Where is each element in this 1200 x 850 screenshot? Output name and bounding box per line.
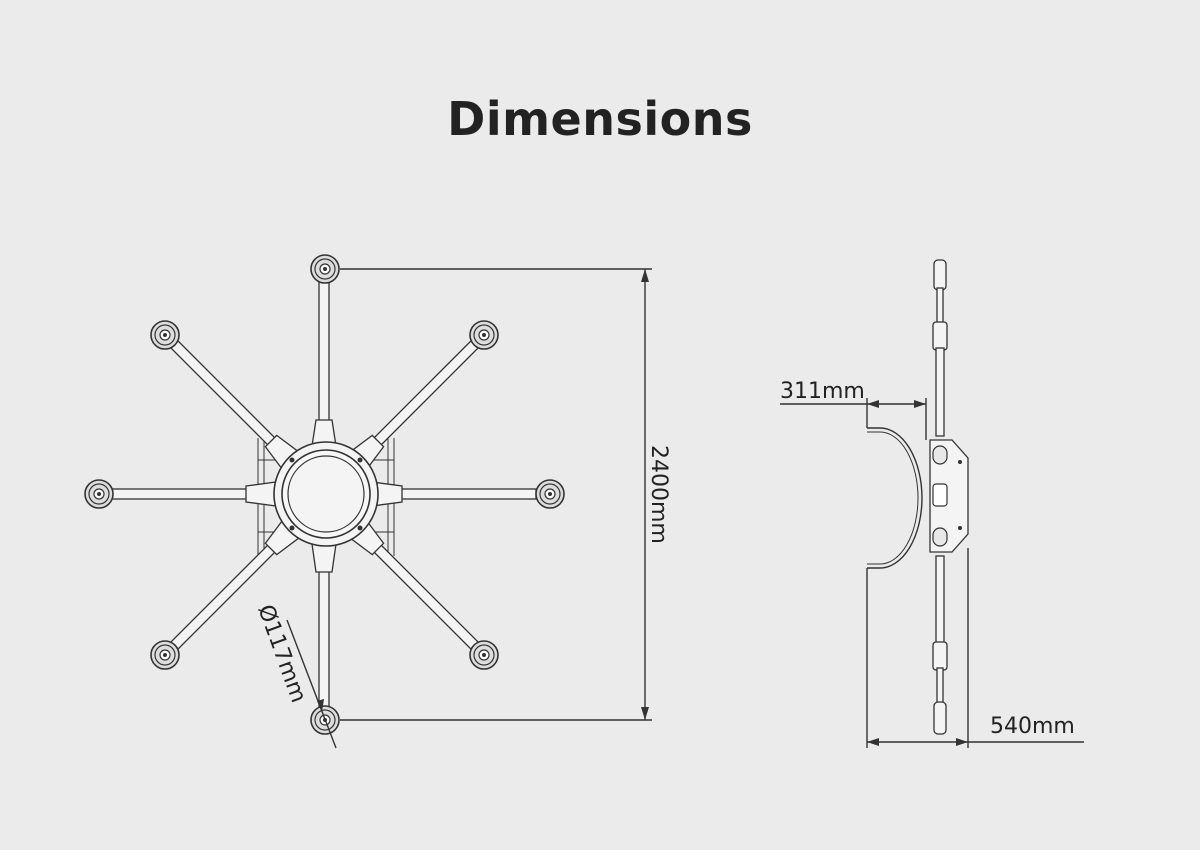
depth-dimension: 311mm: [780, 379, 927, 440]
width-label: 540mm: [990, 714, 1075, 739]
side-hub: [929, 439, 969, 553]
height-label: 2400mm: [646, 445, 671, 544]
diameter-label: Ø117mm: [252, 602, 310, 707]
top-view: 2400mm Ø117mm: [84, 254, 671, 749]
height-dimension: 2400mm: [340, 268, 671, 721]
side-pole: [932, 259, 948, 735]
width-dimension: 540mm: [866, 548, 1084, 748]
arms: [111, 281, 537, 709]
depth-label: 311mm: [780, 379, 865, 404]
page-title: Dimensions: [447, 92, 753, 146]
side-view: 311mm 540mm: [780, 259, 1084, 748]
central-hub: [273, 441, 379, 547]
